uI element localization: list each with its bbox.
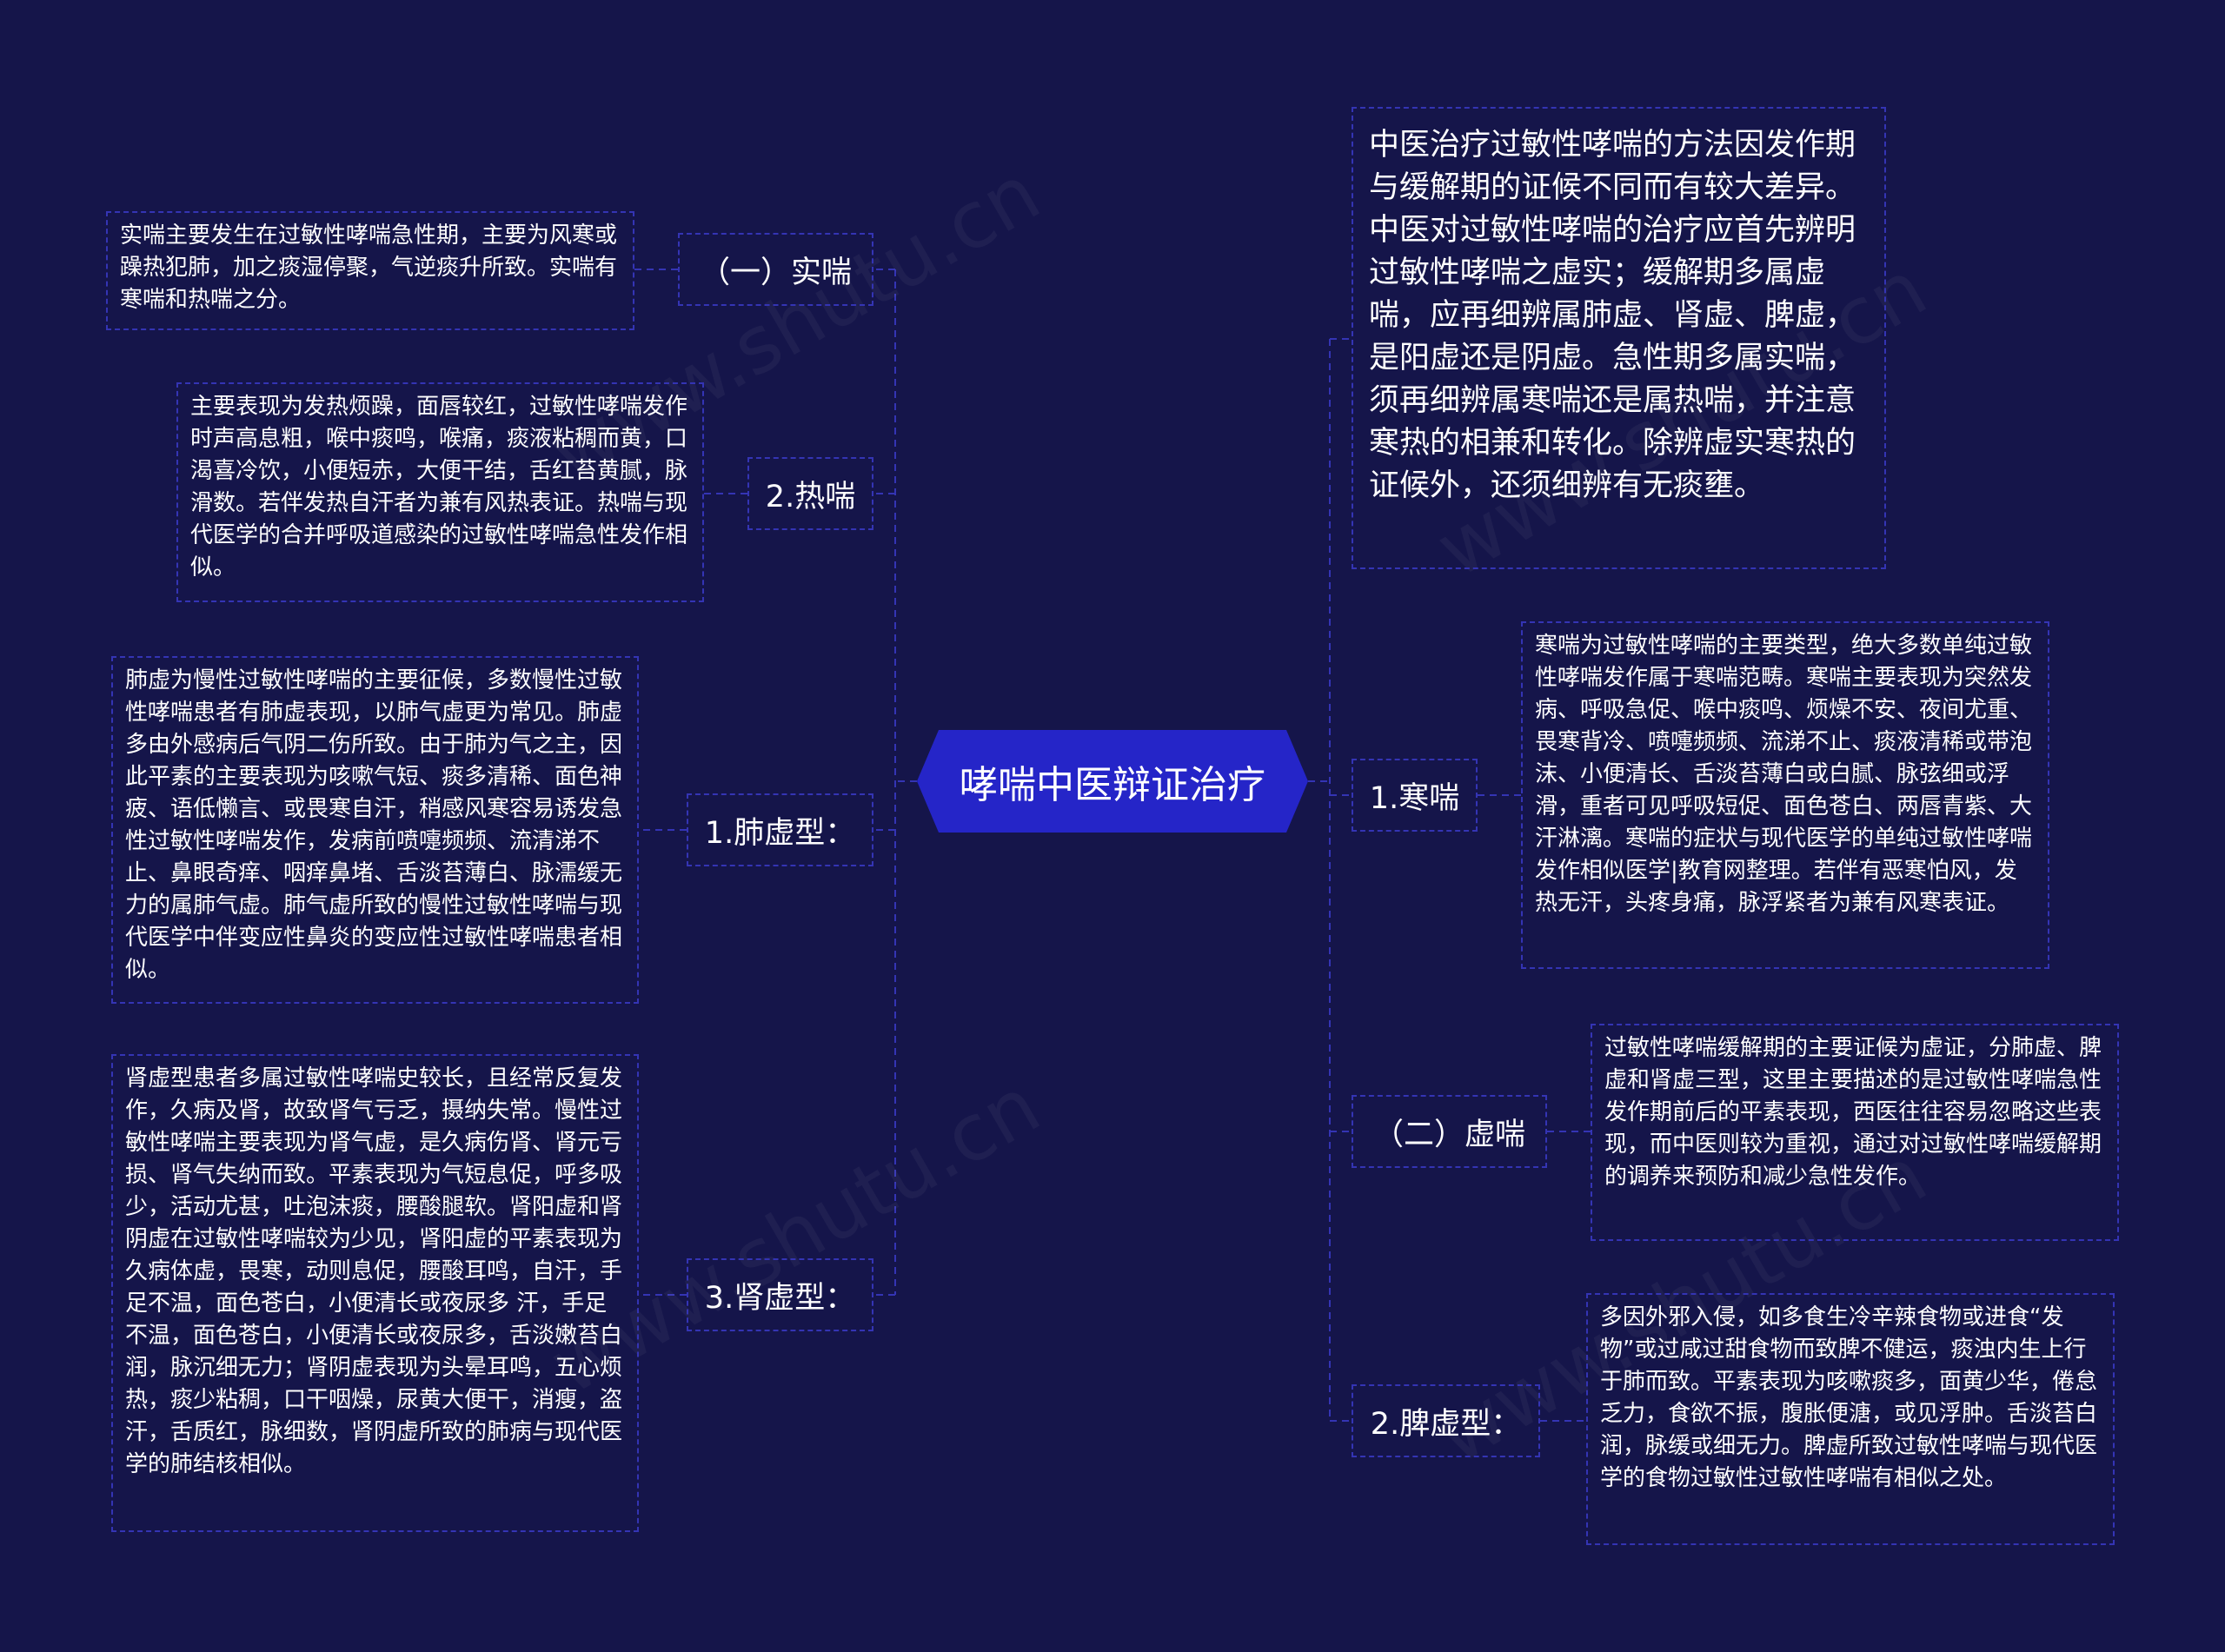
node-shichuan[interactable]: （一）实喘 — [678, 233, 873, 306]
intro-text: 中医治疗过敏性哮喘的方法因发作期与缓解期的证候不同而有较大差异。中医对过敏性哮喘… — [1352, 107, 1886, 569]
node-pixu[interactable]: 2.脾虚型： — [1352, 1384, 1540, 1457]
node-shenxu[interactable]: 3.肾虚型： — [687, 1258, 873, 1331]
node-hanchuan[interactable]: 1.寒喘 — [1352, 759, 1478, 832]
desc-shenxu: 肾虚型患者多属过敏性哮喘史较长，且经常反复发作，久病及肾，故致肾气亏乏，摄纳失常… — [111, 1054, 639, 1532]
desc-pixu: 多因外邪入侵，如多食生冷辛辣食物或进食“发物”或过咸过甜食物而致脾不健运，痰浊内… — [1586, 1293, 2115, 1545]
left-trunk-line — [894, 269, 917, 1295]
desc-shichuan: 实喘主要发生在过敏性哮喘急性期，主要为风寒或躁热犯肺，加之痰湿停聚，气逆痰升所致… — [106, 211, 634, 330]
desc-rechuan: 主要表现为发热烦躁，面唇较红，过敏性哮喘发作时声高息粗，喉中痰鸣，喉痛，痰液粘稠… — [176, 382, 704, 602]
right-trunk-line — [1308, 339, 1331, 1421]
node-feixu[interactable]: 1.肺虚型： — [687, 793, 873, 866]
node-rechuan[interactable]: 2.热喘 — [747, 457, 873, 530]
central-topic[interactable]: 哮喘中医辩证治疗 — [917, 730, 1308, 833]
desc-hanchuan: 寒喘为过敏性哮喘的主要类型，绝大多数单纯过敏性哮喘发作属于寒喘范畴。寒喘主要表现… — [1521, 621, 2049, 969]
node-xuchuan[interactable]: （二）虚喘 — [1352, 1095, 1547, 1168]
desc-feixu: 肺虚为慢性过敏性哮喘的主要征候，多数慢性过敏性哮喘患者有肺虚表现，以肺气虚更为常… — [111, 656, 639, 1004]
desc-xuchuan: 过敏性哮喘缓解期的主要证候为虚证，分肺虚、脾虚和肾虚三型，这里主要描述的是过敏性… — [1591, 1024, 2119, 1241]
